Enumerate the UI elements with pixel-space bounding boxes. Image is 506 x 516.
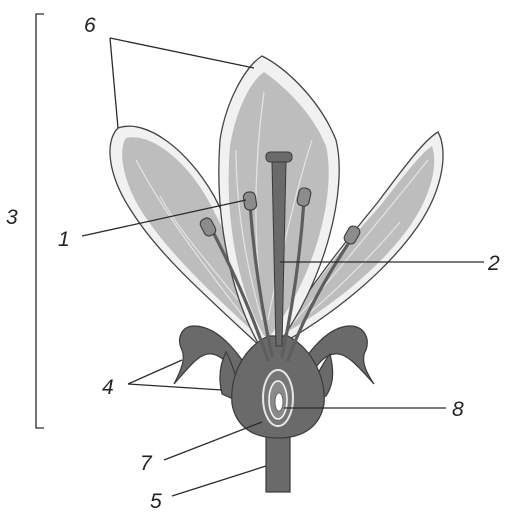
flower-bracket — [36, 14, 44, 428]
label-pistil: 2 — [487, 252, 500, 275]
label-pedicel: 5 — [150, 490, 162, 513]
label-petals: 6 — [84, 14, 96, 37]
label-flower: 3 — [6, 206, 18, 229]
anther — [243, 191, 257, 210]
leader-7 — [164, 422, 262, 460]
leader-6b — [110, 38, 118, 128]
label-ovary: 7 — [140, 452, 153, 475]
leader-6a — [110, 38, 254, 68]
leader-4b — [128, 384, 222, 390]
label-stamen: 1 — [58, 228, 70, 251]
pedicel — [266, 430, 290, 492]
leader-5 — [172, 466, 266, 496]
ovule — [263, 370, 293, 426]
leader-4a — [128, 360, 182, 384]
label-ovule: 8 — [452, 398, 464, 421]
label-sepals: 4 — [102, 376, 114, 399]
stigma — [266, 152, 292, 162]
